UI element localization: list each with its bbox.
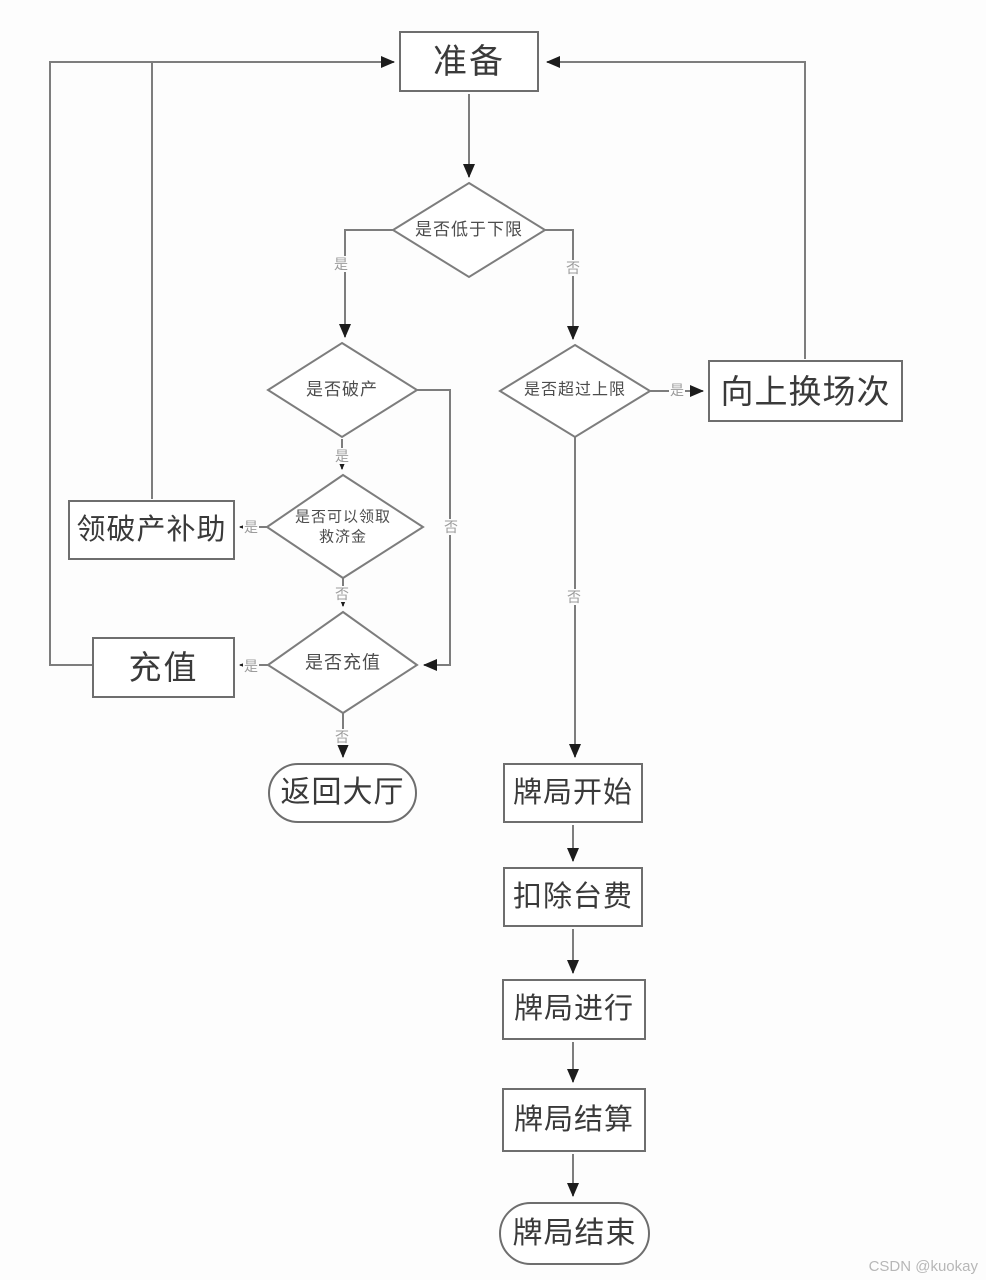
diamond-check-relief-label: 是否可以领取 救济金 [295,508,391,547]
diamond-check-relief-line2: 救济金 [318,528,368,545]
node-game-playing: 牌局进行 [502,979,646,1040]
diamond-check-bankrupt [266,341,419,439]
diamond-check-recharge [266,610,419,715]
node-prepare: 准备 [399,31,539,92]
node-game-start: 牌局开始 [503,763,643,823]
node-recharge-label: 充值 [128,649,199,686]
edge-label-upper-yes: 是 [669,382,685,398]
node-prepare-label: 准备 [433,42,505,81]
diamond-check-relief-line1: 是否可以领取 [294,508,392,526]
node-subsidy-label: 领破产补助 [76,513,227,546]
node-game-end-label: 牌局结束 [512,1216,637,1250]
diamond-check-recharge-label: 是否充值 [305,652,381,673]
edge-label-recharge-no: 否 [334,729,350,745]
edge-label-below-lower-yes: 是 [333,256,349,272]
node-deduct-fee-label: 扣除台费 [512,880,633,913]
edge-label-upper-no: 否 [566,589,582,605]
edge-check-below-yes [339,229,393,338]
node-game-start-label: 牌局开始 [512,776,633,809]
diamond-check-below-lower [391,181,547,279]
node-recharge: 充值 [92,637,235,698]
edge-label-bankrupt-no: 否 [443,519,459,535]
node-return-lobby: 返回大厅 [268,763,417,823]
node-game-end: 牌局结束 [499,1202,650,1265]
edge-label-bankrupt-yes: 是 [334,448,350,464]
node-return-lobby-label: 返回大厅 [280,776,405,809]
diamond-check-relief [265,473,425,580]
diamond-check-below-lower-label: 是否低于下限 [415,219,523,239]
diamond-check-bankrupt-label: 是否破产 [306,379,378,399]
csdn-watermark: CSDN @kuokay [868,1258,978,1275]
edge-label-recharge-yes: 是 [243,658,259,674]
node-upgrade-venue: 向上换场次 [708,360,903,422]
node-game-settle: 牌局结算 [502,1088,646,1152]
node-deduct-fee: 扣除台费 [503,867,643,927]
node-subsidy: 领破产补助 [68,500,235,560]
edge-label-relief-no: 否 [334,586,350,602]
edge-label-relief-yes: 是 [243,519,259,535]
edge-check-below-no [545,229,579,340]
edge-recharge-to-prepare [49,56,395,666]
edge-upgrade-to-prepare [546,56,806,359]
node-upgrade-venue-label: 向上换场次 [720,372,891,410]
diamond-check-above-upper-label: 是否超过上限 [523,381,627,399]
edge-label-below-lower-no: 否 [565,260,581,276]
node-game-playing-label: 牌局进行 [513,993,634,1025]
diamond-check-above-upper [498,343,652,439]
node-game-settle-label: 牌局结算 [513,1103,634,1136]
